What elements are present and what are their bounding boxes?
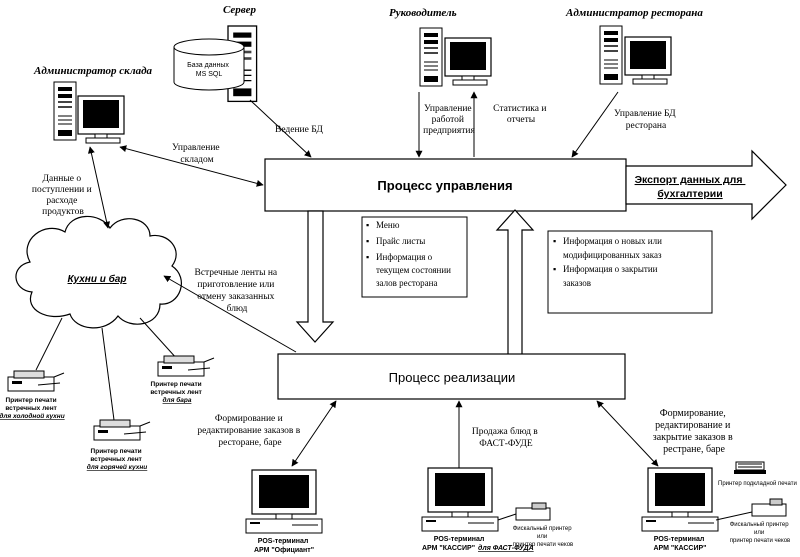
- cloud-hot-printer-line: [101, 327, 115, 421]
- enterprise-mgmt-label: Управление работой предприятия: [423, 104, 475, 136]
- bar-printer-label: Принтер печати встречных лент для бара: [150, 381, 203, 404]
- upward-flow-arrow: [495, 209, 535, 357]
- sales-process-label: Процесс реализации: [389, 370, 516, 385]
- kitchen-bar-cloud: [15, 215, 182, 329]
- manager-computer-icon: [419, 27, 492, 87]
- waiter-pos-terminal-icon: [245, 469, 323, 534]
- cloud-bar-printer-line: [139, 317, 179, 361]
- downward-flow-arrow: [295, 210, 335, 343]
- products-data-label: Данные о поступлении и расходе продуктов: [32, 174, 94, 217]
- cashier-fiscal-printer-label: Фискальный принтер или принтер печати че…: [730, 521, 791, 544]
- menu-info-note: [361, 216, 468, 298]
- fastfood-fiscal-printer-icon: [497, 502, 551, 521]
- warehouse-kitchen-arrow: [87, 146, 111, 229]
- waiter-pos-label: POS-терминал АРМ "Официант": [254, 538, 314, 554]
- fastfood-fiscal-printer-label: Фискальный принтер или принтер печати че…: [513, 525, 574, 548]
- fastfood-sales-label: Продажа блюд в ФАСТ-ФУДЕ: [472, 426, 540, 449]
- database-icon: [173, 38, 245, 91]
- bar-printer-icon: [157, 355, 215, 377]
- hot-kitchen-printer-label: Принтер печати встречных лент для горяче…: [87, 448, 148, 471]
- rest-db-mgmt-label: Управление БД ресторана: [614, 109, 678, 131]
- waiter-orders-label: Формирование и редактирование заказов в …: [197, 414, 302, 448]
- cashier-pos-terminal-icon: [641, 467, 719, 532]
- cold-kitchen-printer-icon: [7, 370, 65, 392]
- warehouse-control-arrow: [119, 145, 264, 187]
- sales-to-kitchen-arrow: [163, 275, 297, 353]
- manager-label: Руководитель: [389, 7, 457, 19]
- export-arrow: [625, 149, 787, 221]
- control-process-box: [264, 158, 627, 212]
- kitchen-bar-label: Кухни и бар: [68, 273, 127, 285]
- tickets-label: Встречные ленты на приготовление или отм…: [194, 268, 279, 314]
- warehouse-admin-computer-icon: [53, 81, 125, 144]
- orders-info-note: [547, 230, 713, 314]
- restaurant-admin-computer-icon: [599, 25, 672, 85]
- server-label: Сервер: [223, 4, 256, 16]
- cloud-cold-printer-line: [35, 317, 63, 371]
- stats-label: Статистика и отчеты: [493, 104, 549, 125]
- control-process-label: Процесс управления: [377, 178, 512, 193]
- hot-kitchen-printer-icon: [93, 419, 151, 441]
- warehouse-mgmt-label: Управление складом: [172, 143, 222, 165]
- cashier-sales-arrow: [596, 400, 659, 467]
- cashier-orders-label: Формирование, редактирование и закрытие …: [653, 408, 736, 455]
- cashier-fiscal-printer-icon: [715, 498, 787, 521]
- waiter-sales-arrow: [291, 400, 337, 467]
- db-maintenance-label: Ведение БД: [275, 125, 323, 135]
- receipt-printer-icon: [734, 461, 766, 474]
- cashier-pos-label: POS-терминал АРМ "КАССИР": [653, 536, 706, 552]
- sales-process-box: [277, 353, 626, 400]
- receipt-printer-label: Принтер подкладной печати: [718, 480, 797, 487]
- rest-admin-to-control-arrow: [571, 91, 619, 158]
- fastfood-pos-terminal-icon: [421, 467, 499, 532]
- menu-info-note-text: ▪Меню ▪Прайс листы ▪Информация о текущем…: [366, 220, 453, 288]
- database-label: База данных MS SQL: [187, 62, 231, 78]
- fastfood-pos-label: POS-терминал АРМ "КАССИР"для ФАСТ-ФУДА: [422, 536, 534, 552]
- server-to-control-arrow: [249, 99, 312, 158]
- cold-kitchen-printer-label: Принтер печати встречных лент для холодн…: [0, 397, 65, 420]
- restaurant-admin-label: Администратор ресторана: [565, 7, 703, 19]
- export-label: Экспорт данных для бухгалтерии: [635, 174, 746, 200]
- orders-info-note-text: ▪Информация о новых или модифицированных…: [553, 236, 664, 288]
- warehouse-admin-label: Администратор склада: [33, 65, 153, 77]
